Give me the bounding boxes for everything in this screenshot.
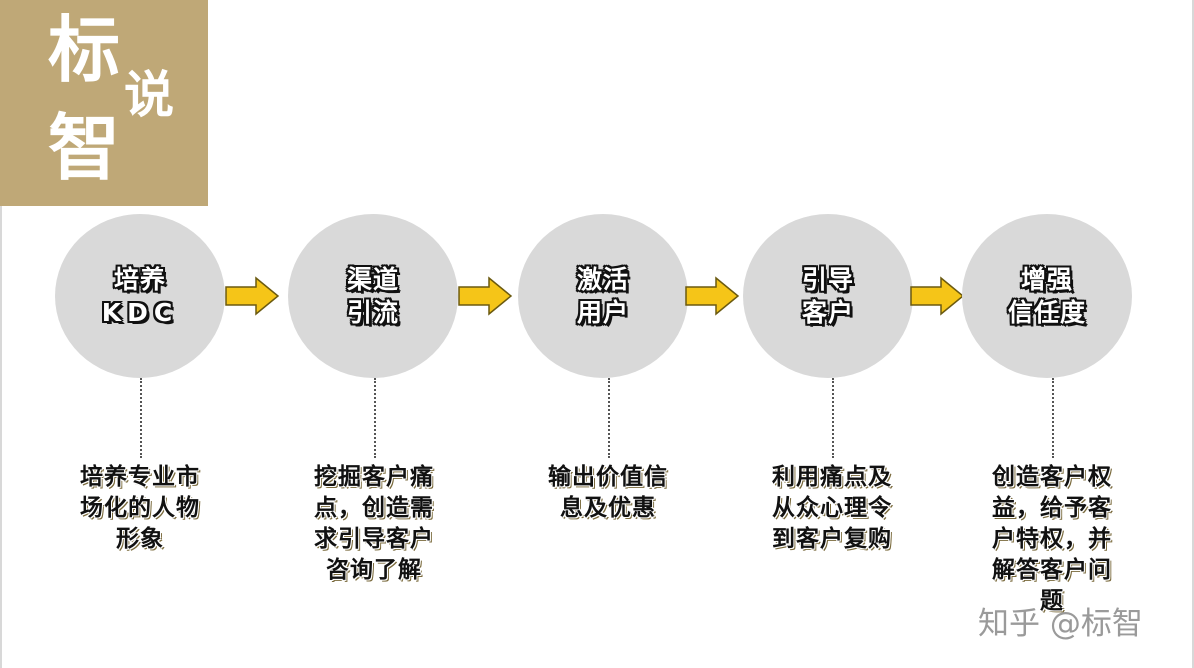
step-2-title-line1: 渠道 <box>346 265 399 294</box>
arrow-right-icon <box>910 276 965 316</box>
step-2-title: 渠道 引流 <box>303 263 443 329</box>
logo-char-1: 标 <box>48 8 121 92</box>
step-5-title-line2: 信任度 <box>1007 298 1086 327</box>
step-4-title-line1: 引导 <box>801 265 854 294</box>
watermark: 知乎 @标智 <box>978 606 1143 642</box>
step-1-title-line1: 培养 <box>113 265 166 294</box>
step-1-description: 培养专业市场化的人物形象 <box>80 464 200 552</box>
step-4-description: 利用痛点及从众心理令到客户复购 <box>772 464 892 552</box>
connector-3 <box>608 378 610 458</box>
step-circle-3: 激活 用户 <box>518 214 688 378</box>
step-2-description: 挖掘客户痛点，创造需求引导客户咨询了解 <box>314 464 434 583</box>
step-5-title-line1: 增强 <box>1020 265 1073 294</box>
step-5-title: 增强 信任度 <box>977 263 1117 329</box>
step-1-title: 培养 KDC <box>70 263 210 329</box>
step-3-title: 激活 用户 <box>533 263 673 329</box>
connector-4 <box>832 378 834 458</box>
brand-logo: 标 智 说 <box>0 0 208 206</box>
arrow-right-icon <box>225 276 280 316</box>
step-1-title-line2: KDC <box>101 298 179 327</box>
logo-char-2: 智 <box>48 106 121 190</box>
step-4-title-line2: 客户 <box>801 298 854 327</box>
logo-char-3: 说 <box>124 66 174 124</box>
step-4-title: 引导 客户 <box>758 263 898 329</box>
step-circle-5: 增强 信任度 <box>962 214 1132 378</box>
connector-5 <box>1052 378 1054 458</box>
step-circle-2: 渠道 引流 <box>288 214 458 378</box>
step-3-description: 输出价值信息及优惠 <box>548 464 668 521</box>
step-3-title-line2: 用户 <box>576 298 629 327</box>
arrow-right-icon <box>685 276 740 316</box>
step-5-description: 创造客户权益，给予客户特权，并解答客户问题 <box>992 464 1112 614</box>
step-3-title-line1: 激活 <box>576 265 629 294</box>
step-circle-4: 引导 客户 <box>743 214 913 378</box>
step-circle-1: 培养 KDC <box>55 214 225 378</box>
connector-2 <box>374 378 376 458</box>
connector-1 <box>140 378 142 458</box>
arrow-right-icon <box>458 276 513 316</box>
step-2-title-line2: 引流 <box>346 298 399 327</box>
